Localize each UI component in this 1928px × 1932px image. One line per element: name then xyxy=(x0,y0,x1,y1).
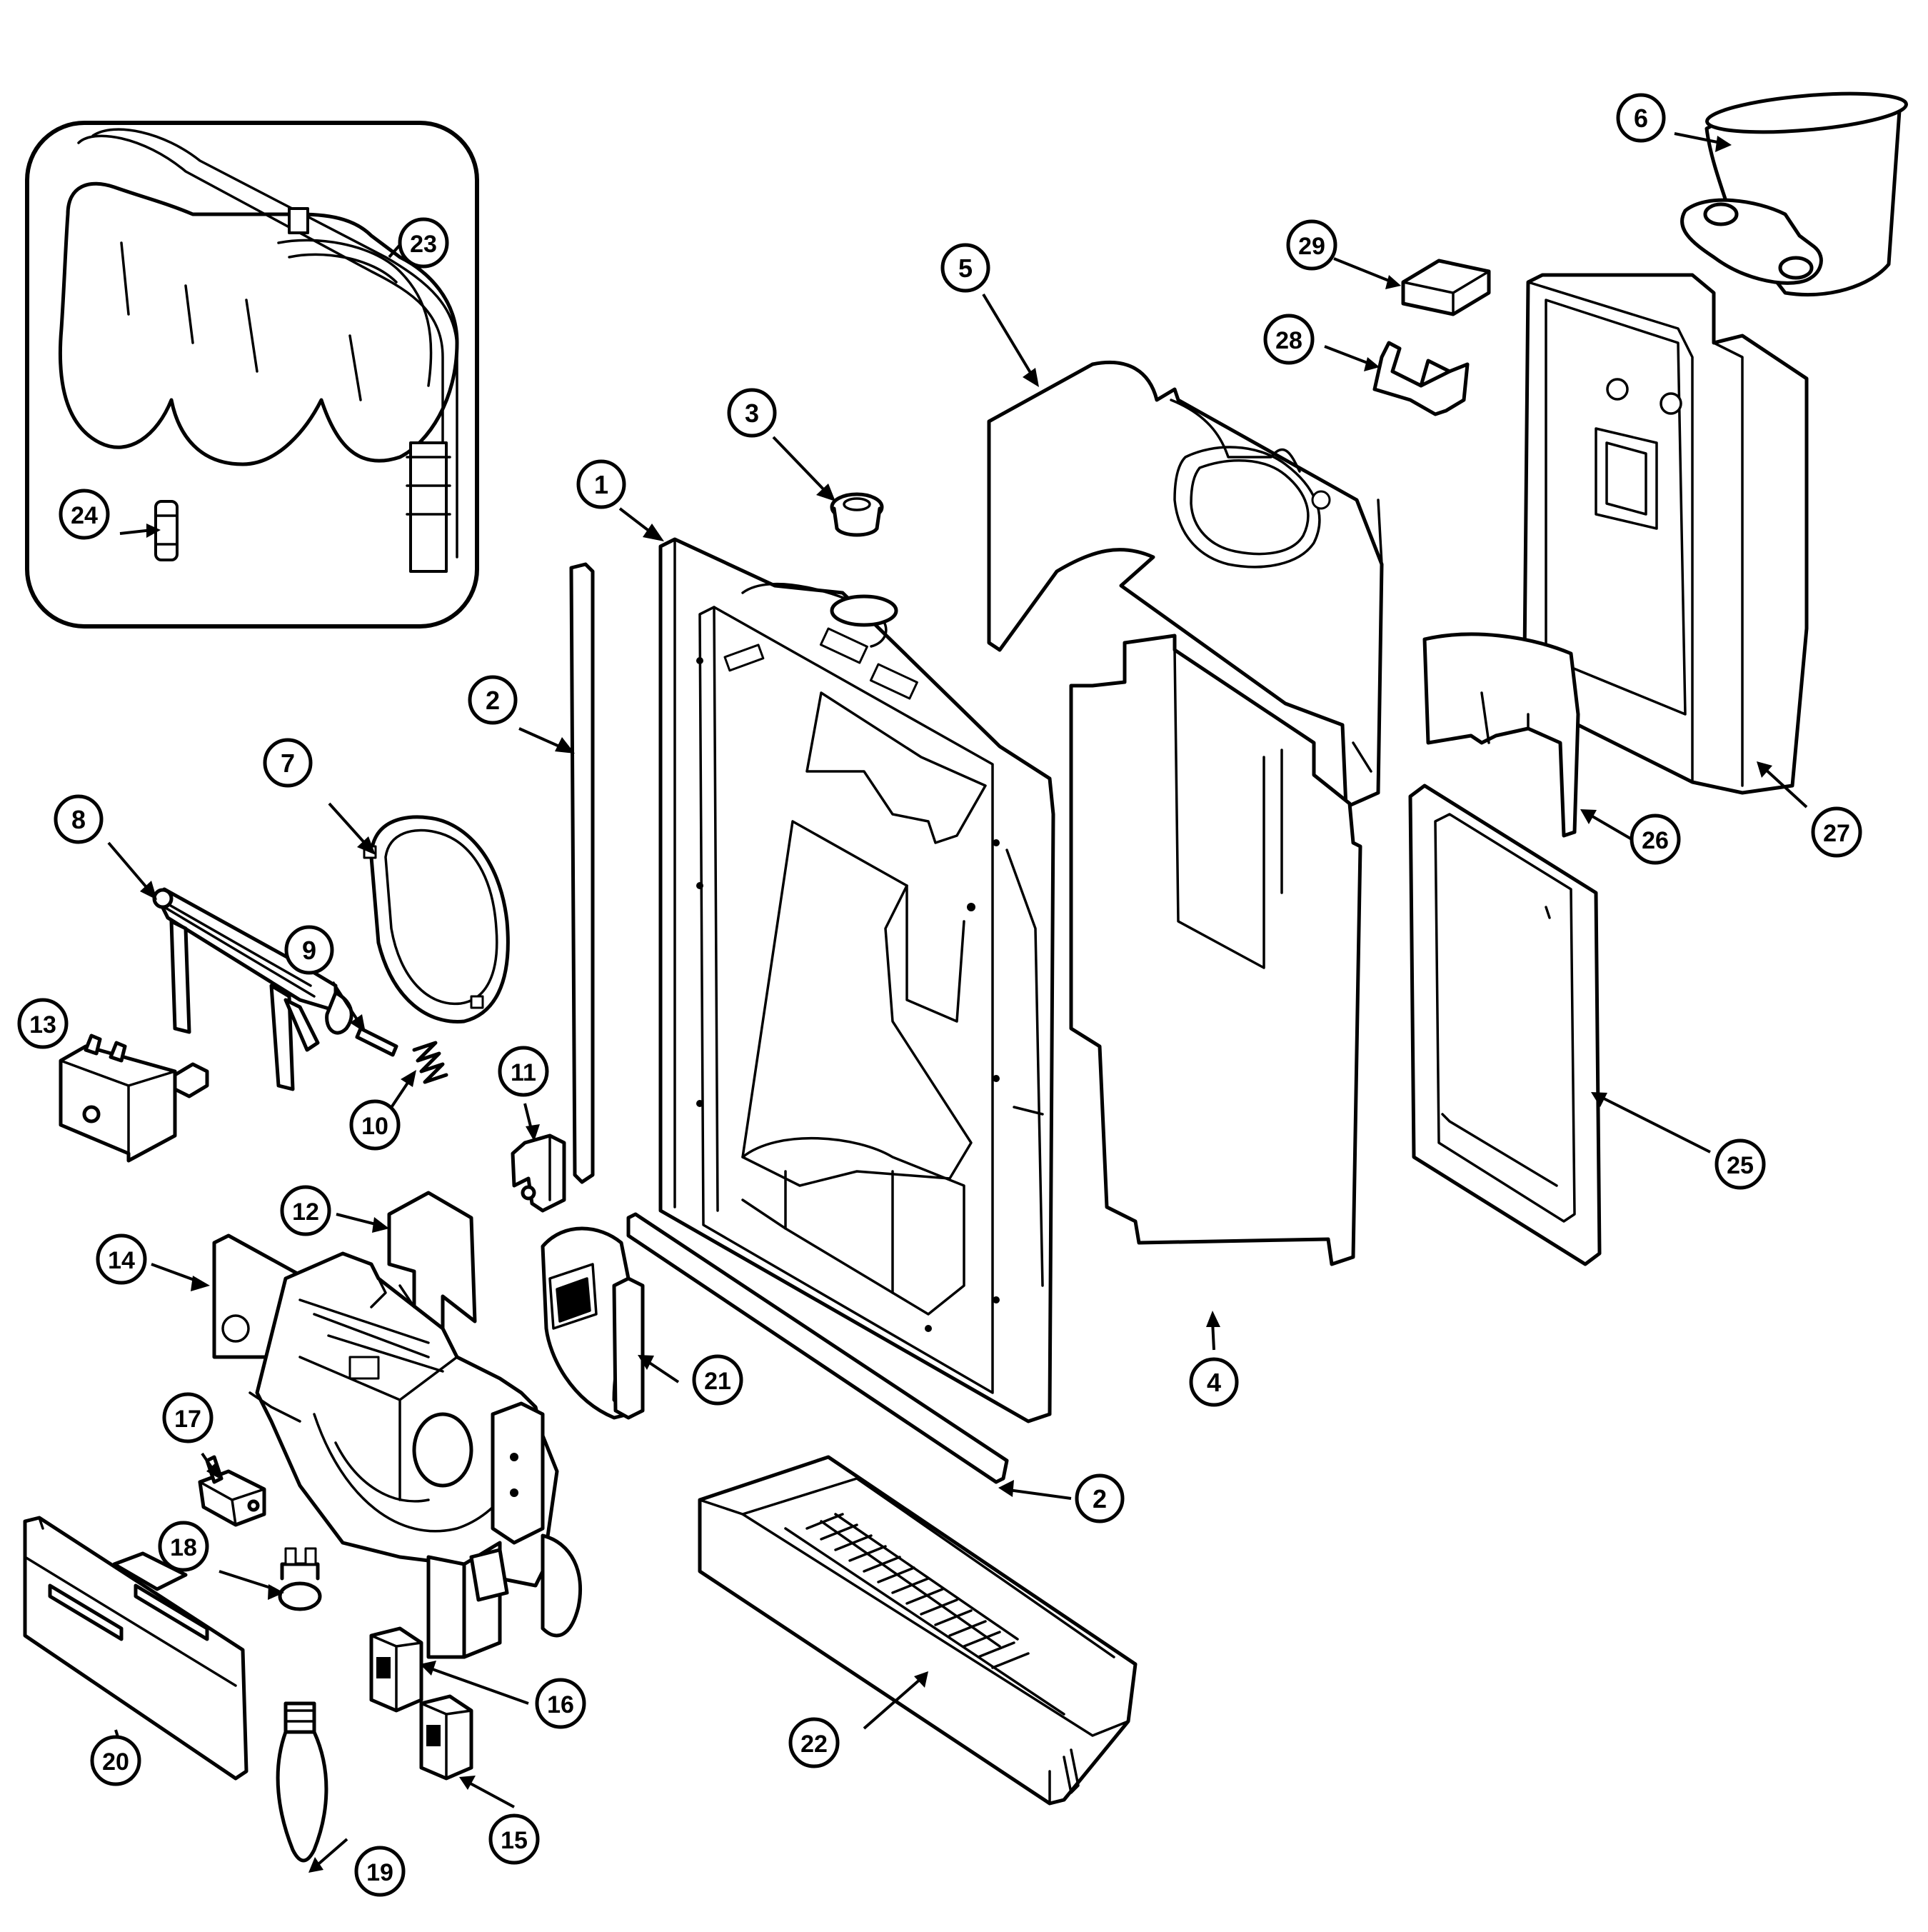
callout-22: 22 xyxy=(788,1717,840,1768)
callout-12: 12 xyxy=(280,1185,331,1236)
callout-label: 6 xyxy=(1634,104,1648,133)
callout-label: 8 xyxy=(71,805,86,834)
switch-part-11 xyxy=(511,1133,566,1213)
callout-16: 16 xyxy=(535,1678,586,1729)
callout-27: 27 xyxy=(1811,806,1862,858)
light-bulb-part-19 xyxy=(276,1701,328,1863)
callout-26: 26 xyxy=(1630,814,1681,865)
callout-label: 21 xyxy=(704,1368,731,1395)
callout-4: 4 xyxy=(1189,1357,1239,1407)
switch-part-15 xyxy=(419,1694,473,1781)
thermostat-part-18 xyxy=(278,1547,322,1611)
callout-label: 2 xyxy=(1093,1484,1107,1513)
pin-part-9 xyxy=(355,1026,398,1057)
callout-9: 9 xyxy=(284,925,334,975)
callout-label: 7 xyxy=(281,749,295,778)
callout-label: 22 xyxy=(800,1731,828,1758)
callout-21: 21 xyxy=(692,1354,743,1406)
callout-label: 28 xyxy=(1275,327,1302,354)
callout-23: 23 xyxy=(398,217,449,269)
callout-28: 28 xyxy=(1263,314,1315,365)
callout-label: 15 xyxy=(501,1827,528,1854)
microswitch-part-17 xyxy=(198,1455,266,1527)
crusher-housing-part-14 xyxy=(212,1233,583,1659)
callout-label: 11 xyxy=(511,1059,536,1086)
gasket-frame-part-25 xyxy=(1408,784,1602,1266)
callout-label: 17 xyxy=(174,1406,201,1433)
deflector-part-26 xyxy=(1422,632,1580,838)
dispenser-liner-part-1 xyxy=(658,537,1055,1423)
callout-label: 19 xyxy=(366,1859,393,1886)
callout-20: 20 xyxy=(90,1735,141,1786)
callout-2: 2 xyxy=(1075,1473,1125,1523)
actuator-arm-part-8 xyxy=(152,887,353,1091)
callout-10: 10 xyxy=(349,1099,401,1151)
callout-label: 2 xyxy=(486,686,500,715)
callout-label: 12 xyxy=(292,1198,319,1226)
callout-2: 2 xyxy=(468,675,518,725)
heater-assembly-part-23 xyxy=(58,128,459,573)
dispenser-housing-part-27 xyxy=(1522,273,1809,795)
paddle-part-21 xyxy=(541,1226,645,1420)
cover-part-7 xyxy=(363,815,510,1023)
insulation-panel-part-4 xyxy=(1069,634,1362,1266)
callout-label: 4 xyxy=(1207,1368,1221,1397)
callout-label: 27 xyxy=(1823,820,1850,847)
arrowheads xyxy=(121,136,1772,1873)
callout-13: 13 xyxy=(17,998,69,1049)
callout-11: 11 xyxy=(498,1046,549,1097)
callout-label: 25 xyxy=(1727,1152,1754,1179)
bracket-part-28 xyxy=(1372,341,1470,416)
drip-tray-part-22 xyxy=(698,1455,1138,1806)
callout-label: 10 xyxy=(361,1113,388,1140)
callout-8: 8 xyxy=(54,794,104,844)
drip-tray-grille xyxy=(805,1513,1030,1669)
callout-3: 3 xyxy=(727,388,777,438)
callout-label: 3 xyxy=(745,399,759,428)
callout-label: 29 xyxy=(1298,233,1325,260)
callout-25: 25 xyxy=(1714,1138,1766,1190)
callout-29: 29 xyxy=(1286,219,1337,271)
solenoid-part-13 xyxy=(59,1033,209,1163)
trim-panel-part-20 xyxy=(23,1516,248,1781)
ice-chute-funnel-part-6 xyxy=(1680,91,1908,297)
switch-part-16 xyxy=(369,1626,423,1713)
callout-7: 7 xyxy=(263,738,313,788)
callout-6: 6 xyxy=(1616,93,1666,143)
grommet-part-3 xyxy=(830,492,884,537)
callout-label: 20 xyxy=(102,1748,129,1776)
callout-label: 1 xyxy=(594,470,608,499)
callout-24: 24 xyxy=(59,489,110,540)
trim-strip-part-2-horizontal xyxy=(626,1212,1009,1484)
trim-strip-part-2-vertical xyxy=(569,562,595,1184)
callout-label: 18 xyxy=(170,1534,197,1561)
callout-5: 5 xyxy=(940,243,990,293)
callout-15: 15 xyxy=(488,1813,540,1865)
callout-label: 24 xyxy=(71,502,98,529)
callout-19: 19 xyxy=(354,1846,406,1897)
callout-label: 14 xyxy=(108,1247,135,1274)
insulation-piece-part-12 xyxy=(387,1191,477,1338)
callout-14: 14 xyxy=(96,1233,147,1285)
callout-18: 18 xyxy=(158,1521,209,1572)
callout-label: 16 xyxy=(547,1691,574,1718)
callout-label: 26 xyxy=(1642,827,1669,854)
pad-part-29 xyxy=(1401,259,1491,316)
callout-label: 13 xyxy=(29,1011,56,1038)
spring-part-10 xyxy=(412,1041,448,1084)
callout-1: 1 xyxy=(576,459,626,509)
insulation-panel-part-5 xyxy=(987,360,1384,809)
callout-label: 23 xyxy=(410,231,437,258)
callout-label: 9 xyxy=(302,936,316,965)
callout-label: 5 xyxy=(958,254,973,283)
callout-17: 17 xyxy=(162,1392,214,1443)
